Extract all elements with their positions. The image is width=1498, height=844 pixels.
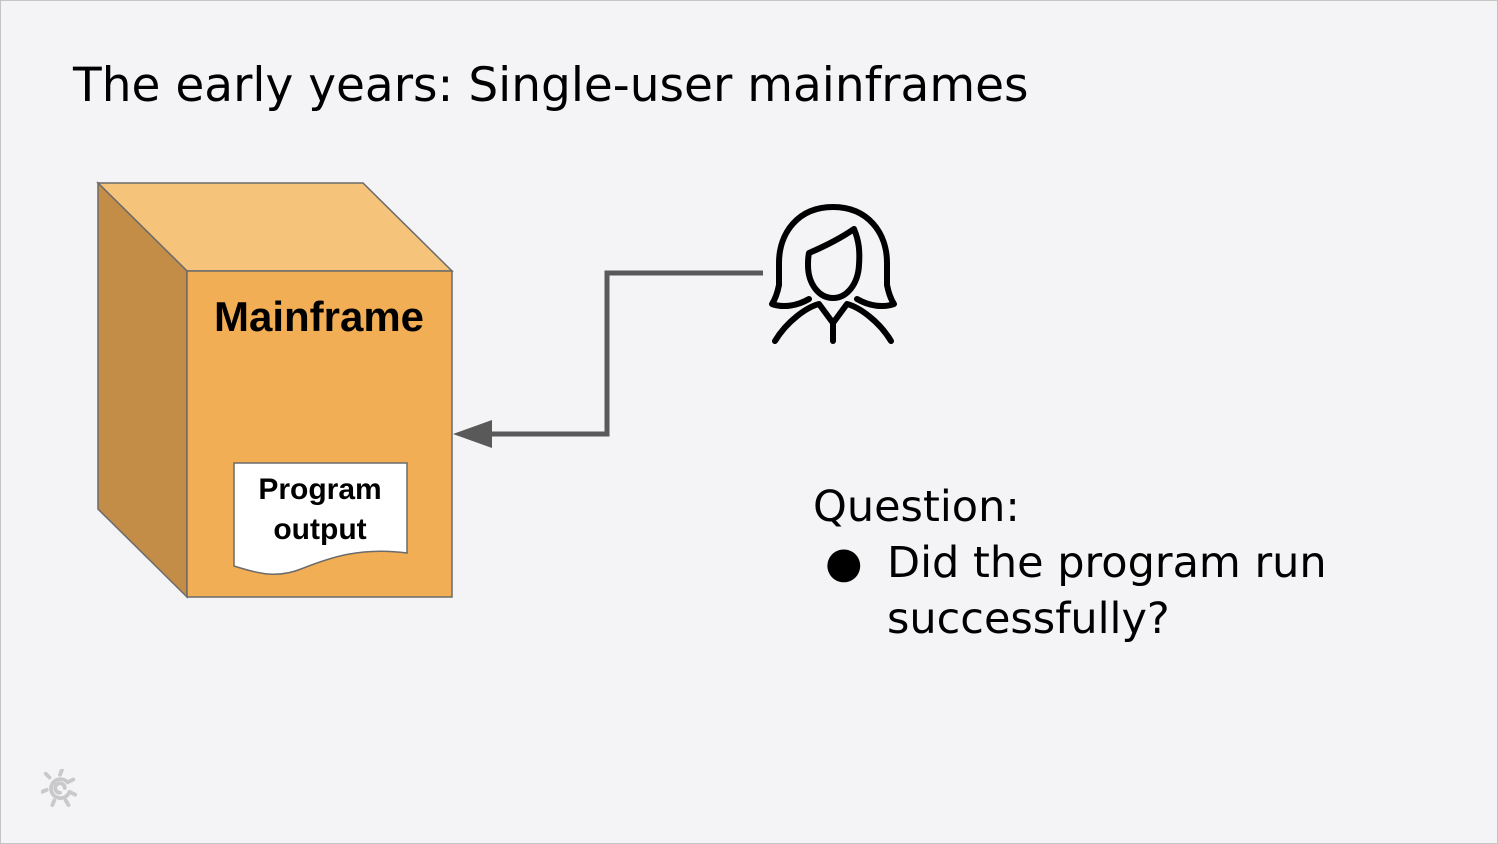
arrow-head [453,420,492,448]
bullet-marker: ● [825,538,863,588]
document-shape [233,462,408,575]
question-item: ● Did the program run successfully? [813,535,1433,647]
user-hair-outline [769,204,897,310]
document-label-line1: Program [258,473,381,506]
question-heading: Question: [813,482,1020,532]
connector-arrow [453,270,763,448]
question-list: ● Did the program run successfully? [813,535,1433,647]
program-output-document: Program output [233,462,408,575]
user-woman-icon [769,204,897,344]
document-label-line2: output [273,513,366,546]
connector-line [489,270,763,437]
user-face [805,226,863,301]
slide-title: The early years: Single-user mainframes [73,58,1029,113]
grafana-logo-icon [41,769,78,807]
question-item-text: Did the program run successfully? [887,538,1327,644]
mainframe-label: Mainframe [214,293,424,340]
question-block: Question: ● Did the program run successf… [813,479,1433,647]
